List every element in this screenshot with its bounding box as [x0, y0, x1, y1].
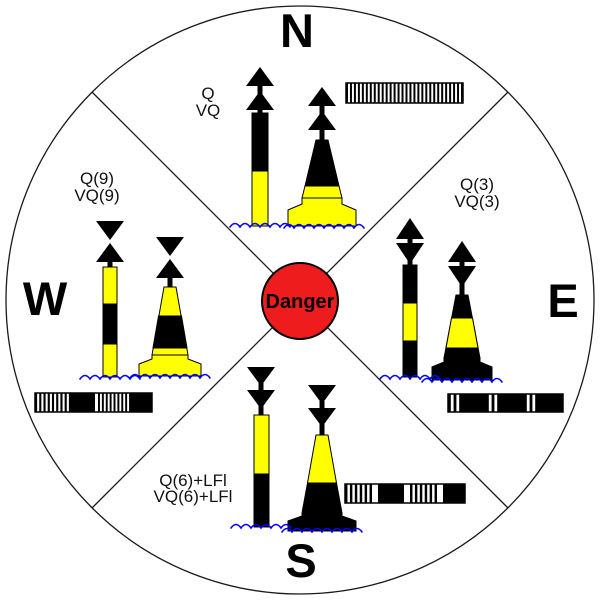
east-water-lines — [379, 374, 503, 384]
outer-circle — [5, 5, 595, 595]
light-rhythm-bar-south — [344, 483, 466, 504]
east-pillar-topmark-cones-base-to-base-icon — [448, 241, 476, 287]
west-topmark-cones-point-to-point-icon — [96, 221, 124, 262]
danger-label: Danger — [266, 291, 335, 313]
svg-text:Q(3): Q(3) — [460, 175, 494, 194]
south-water-lines — [230, 523, 363, 534]
north-pillar-topmark-two-cones-up-icon — [308, 87, 336, 130]
svg-text:VQ(3): VQ(3) — [454, 192, 499, 211]
west-pillar-topmark-cones-point-to-point-icon — [156, 237, 184, 278]
south-topmark-two-cones-down-icon — [247, 367, 275, 409]
danger-circle: Danger — [261, 262, 339, 340]
svg-text:Q(9): Q(9) — [80, 169, 114, 188]
east-pillar-buoy — [431, 241, 493, 381]
light-rhythm-bar-east — [447, 393, 564, 413]
west-pillar-buoy — [138, 237, 202, 377]
west-rhythm-label: Q(9) VQ(9) — [74, 169, 119, 205]
light-rhythm-bar-west — [34, 392, 153, 413]
south-rhythm-label: Q(6)+LFl VQ(6)+LFl — [154, 471, 233, 506]
south-pillar-topmark-two-cones-down-icon — [308, 385, 336, 427]
light-rhythm-bar-north — [345, 82, 464, 104]
svg-text:Q: Q — [201, 84, 214, 103]
svg-text:VQ: VQ — [196, 101, 221, 120]
north-water-lines — [229, 222, 365, 230]
south-pillar-buoy — [287, 385, 357, 532]
svg-text:Q(6)+LFl: Q(6)+LFl — [159, 471, 227, 490]
svg-text:VQ(9): VQ(9) — [74, 186, 119, 205]
svg-text:VQ(6)+LFl: VQ(6)+LFl — [154, 487, 233, 506]
east-topmark-cones-base-to-base-icon — [396, 218, 424, 264]
west-spar-buoy — [96, 221, 124, 378]
direction-letter-north: N — [280, 4, 314, 57]
direction-letter-west: W — [23, 272, 68, 325]
north-pillar-buoy — [287, 87, 357, 227]
north-rhythm-label: Q VQ — [196, 84, 221, 120]
direction-letter-east: E — [547, 274, 578, 327]
north-topmark-two-cones-up-icon — [246, 67, 274, 110]
north-spar-buoy — [246, 67, 274, 227]
east-rhythm-label: Q(3) VQ(3) — [454, 175, 499, 211]
west-water-lines — [79, 373, 211, 381]
direction-letter-south: S — [285, 534, 316, 587]
east-spar-buoy — [396, 218, 424, 378]
south-spar-buoy — [247, 367, 275, 528]
